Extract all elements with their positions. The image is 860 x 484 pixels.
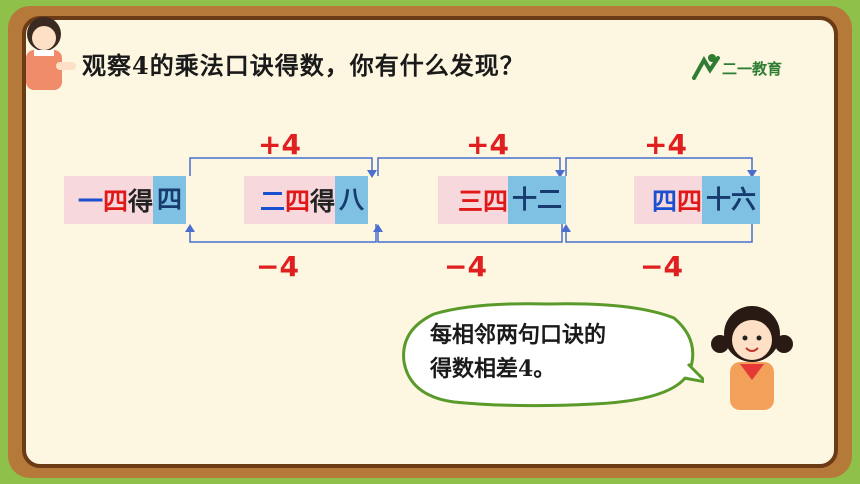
rhyme-card-2: 二 四 得 八: [244, 176, 369, 224]
rhyme-first: 三: [458, 187, 484, 216]
rhyme-card-1: 一 四 得 四: [64, 176, 187, 224]
rhyme-result: 十六: [702, 176, 761, 224]
plus-label-3: +4: [644, 128, 687, 161]
rhyme-mid: 得: [310, 187, 336, 216]
speech-bubble: [402, 302, 704, 408]
logo-text: 二一教育: [722, 60, 783, 78]
rhyme-first: 一: [78, 187, 104, 216]
speech-bubble-text: 每相邻两句口诀的 得数相差4。: [430, 318, 690, 386]
teacher-illustration: [26, 17, 76, 90]
rhyme-card-3: 三 四 十二: [438, 176, 567, 224]
rhyme-first: 四: [652, 187, 678, 216]
page-title: 观察4的乘法口诀得数，你有什么发现？: [82, 51, 525, 80]
rhyme-mid: 得: [128, 187, 154, 216]
bubble-line-2: 得数相差4。: [430, 356, 556, 382]
logo-icon: [692, 54, 720, 80]
rhyme-result: 四: [153, 176, 187, 224]
rhyme-second: 四: [103, 187, 129, 216]
rhyme-second: 四: [483, 187, 509, 216]
rhyme-card-4: 四 四 十六: [634, 176, 761, 224]
bubble-line-1: 每相邻两句口诀的: [430, 322, 607, 348]
minus-label-2: −4: [444, 250, 487, 283]
student-girl-illustration: [711, 306, 793, 410]
rhyme-result: 八: [335, 176, 369, 224]
rhyme-result: 十二: [508, 176, 567, 224]
rhyme-first: 二: [260, 187, 286, 216]
minus-label-3: −4: [640, 250, 683, 283]
plus-label-1: +4: [258, 128, 301, 161]
minus-label-1: −4: [256, 250, 299, 283]
rhyme-second: 四: [677, 187, 703, 216]
rhyme-second: 四: [285, 187, 311, 216]
plus-label-2: +4: [466, 128, 509, 161]
